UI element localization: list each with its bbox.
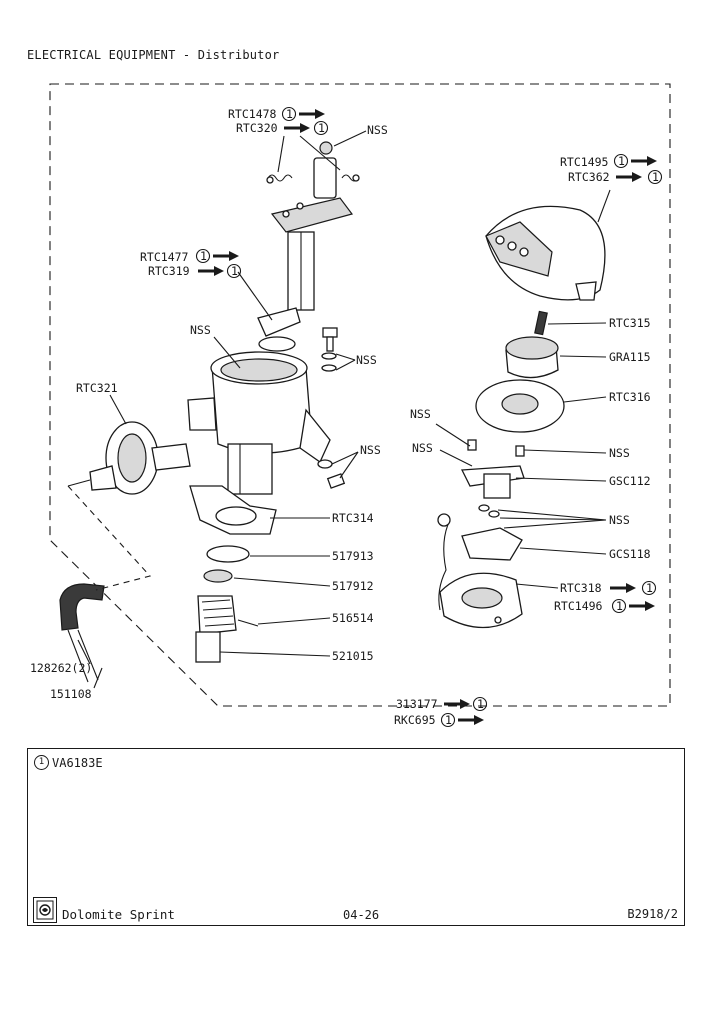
distributor-spindle [270, 157, 354, 311]
note-text: VA6183E [52, 755, 103, 770]
label-gsc112: GSC112 [609, 474, 651, 488]
fibre-washer [257, 307, 301, 337]
thrust-washer [258, 336, 296, 352]
label-rtc1496: RTC1496 [554, 599, 603, 613]
label-313177: 313177 [396, 697, 438, 711]
label-gcs118: GCS118 [609, 547, 651, 561]
callout-marker: 1 [286, 107, 293, 121]
amplifier-module [460, 465, 525, 518]
reference-code: B2918/2 [627, 907, 678, 921]
label-nss-r2: NSS [412, 441, 433, 455]
label-517912: 517912 [332, 579, 374, 593]
label-nss-body: NSS [190, 323, 211, 337]
label-nss-clamp: NSS [360, 443, 381, 457]
page-number: 04-26 [343, 908, 380, 922]
rotor-arm [505, 336, 559, 379]
label-rtc321: RTC321 [76, 381, 118, 395]
callout-marker: 1 [618, 154, 625, 168]
label-rtc320: RTC320 [236, 121, 278, 135]
label-nss-r1: NSS [410, 407, 431, 421]
note-marker: 1 [34, 755, 49, 770]
label-521015: 521015 [332, 649, 374, 663]
label-rtc362: RTC362 [568, 170, 610, 184]
label-rtc315: RTC315 [609, 316, 651, 330]
clamp-screw [317, 459, 346, 489]
label-rtc319: RTC319 [148, 264, 190, 278]
label-nss-top: NSS [367, 123, 388, 137]
label-151108: 151108 [50, 687, 92, 701]
callout-marker: 1 [646, 581, 653, 595]
label-nss-r4: NSS [609, 513, 630, 527]
footer-panel: 1 VA6183E Dolomite Sprint 04-26 B2918/2 [27, 748, 685, 926]
footnote: 1 VA6183E [34, 755, 103, 770]
callout-marker: 1 [445, 713, 452, 727]
callout-marker: 1 [231, 264, 238, 278]
pickup-coil [437, 513, 523, 611]
label-rtc1495: RTC1495 [560, 155, 608, 169]
baseplate [439, 572, 523, 629]
callout-marker: 1 [200, 249, 207, 263]
drive-gear [195, 595, 259, 663]
thrust-washer-lower [203, 569, 233, 583]
label-nss-washers: NSS [356, 353, 377, 367]
page-title: ELECTRICAL EQUIPMENT - Distributor [27, 48, 280, 62]
label-rtc318: RTC318 [560, 581, 602, 595]
advance-springs [266, 174, 360, 184]
label-rtc314: RTC314 [332, 511, 374, 525]
carbon-brush [534, 310, 548, 336]
label-rkc695: RKC695 [394, 713, 436, 727]
british-leyland-logo-icon [33, 897, 57, 923]
o-ring [206, 545, 250, 563]
callout-marker: 1 [616, 599, 623, 613]
screws-right [467, 439, 525, 457]
flash-shield [475, 379, 565, 433]
model-name: Dolomite Sprint [62, 907, 175, 922]
body-fixing-screw [321, 327, 338, 372]
vacuum-link-dashed [67, 485, 152, 591]
label-128262: 128262(2) [30, 661, 92, 675]
exploded-diagram: RTC1478 1 RTC320 1 NSS RTC1477 1 RTC319 … [30, 83, 671, 728]
callout-marker: 1 [318, 121, 325, 135]
label-517913: 517913 [332, 549, 374, 563]
label-nss-r3: NSS [609, 446, 630, 460]
label-gra115: GRA115 [609, 350, 651, 364]
spindle-cap [319, 141, 333, 155]
label-rtc1477: RTC1477 [140, 250, 189, 264]
vacuum-pipe-elbow [59, 583, 105, 683]
dashed-boundary [49, 83, 671, 707]
distributor-body [187, 351, 331, 495]
label-516514: 516514 [332, 611, 374, 625]
leader-lines [77, 130, 611, 689]
label-rtc316: RTC316 [609, 390, 651, 404]
label-rtc1478: RTC1478 [228, 107, 277, 121]
distributor-cap [485, 205, 606, 301]
callout-marker: 1 [652, 170, 659, 184]
vacuum-unit [67, 421, 191, 495]
callout-marker: 1 [477, 697, 484, 711]
